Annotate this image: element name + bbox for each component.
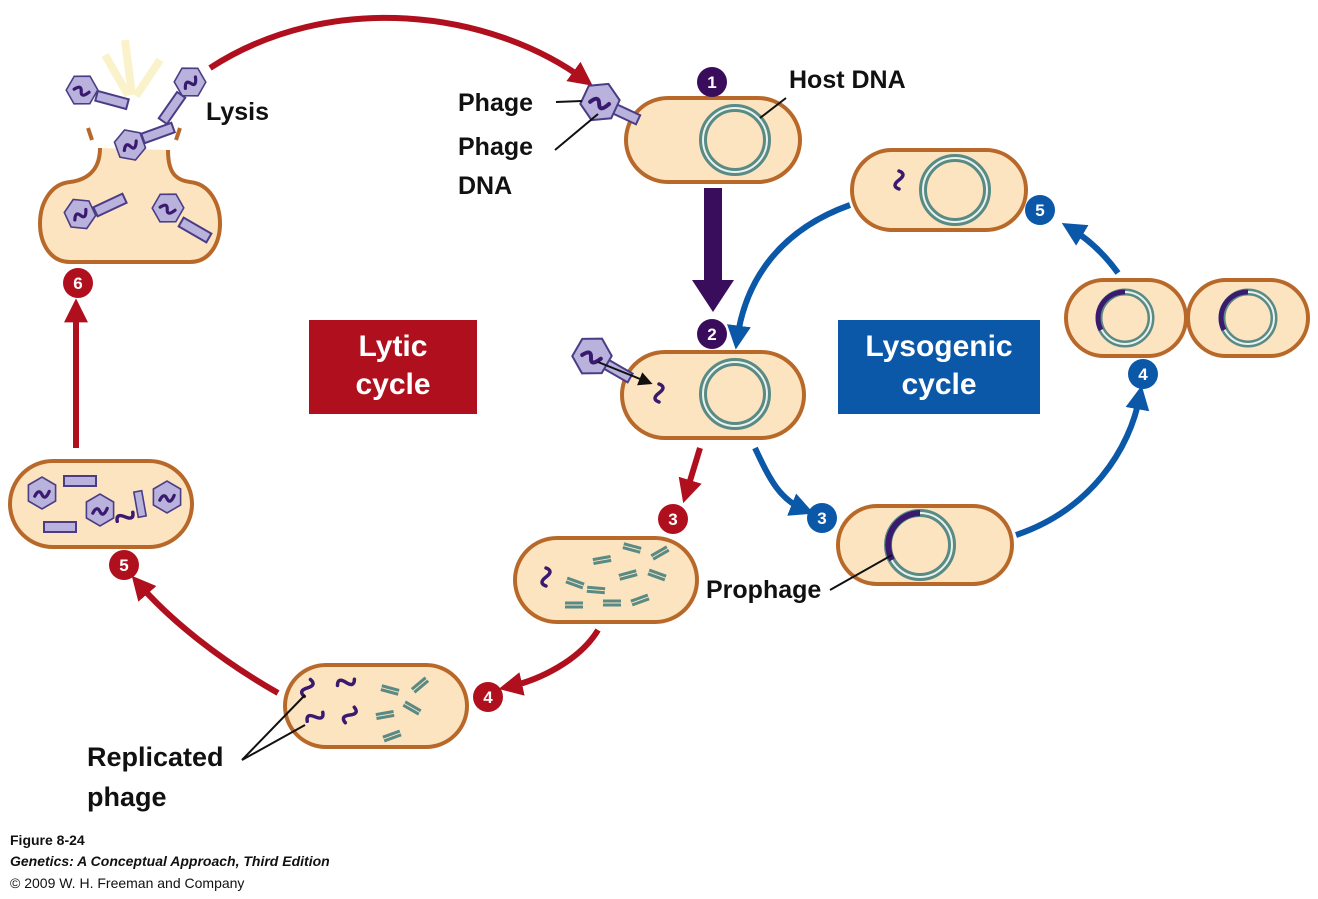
step-badge-lytic-4: 4 bbox=[473, 682, 503, 712]
arrow-step2-to-step3 bbox=[678, 447, 703, 504]
step-badges: 1 2 3 4 5 6 3 4 5 bbox=[63, 67, 1158, 712]
svg-text:5: 5 bbox=[119, 556, 128, 575]
step-badge-lytic-5: 5 bbox=[109, 550, 139, 580]
arrow-lyso-step3-to-step4 bbox=[1015, 385, 1150, 538]
lytic-title-line1: Lytic bbox=[359, 330, 428, 363]
leader-lines bbox=[241, 97, 893, 761]
cell-excision bbox=[850, 148, 1028, 232]
lysogenic-arrows bbox=[727, 202, 1150, 538]
step-badge-lytic-3: 3 bbox=[658, 504, 688, 534]
label-phage: Phage bbox=[458, 89, 533, 117]
svg-text:4: 4 bbox=[483, 688, 493, 707]
arrow-step4-to-step5 bbox=[131, 575, 280, 696]
label-phage-dna-line2: DNA bbox=[458, 172, 512, 200]
lysogenic-title-line2: cycle bbox=[901, 368, 976, 401]
step-badge-shared-1: 1 bbox=[697, 67, 727, 97]
svg-text:5: 5 bbox=[1035, 201, 1044, 220]
lysogenic-cycle-box: Lysogenic cycle bbox=[838, 320, 1040, 414]
svg-text:2: 2 bbox=[707, 325, 716, 344]
arrow-lysis-to-step1 bbox=[208, 14, 593, 86]
arrow-step3-to-step4 bbox=[498, 628, 601, 696]
cell-division bbox=[1064, 278, 1310, 358]
cell-lytic-replication bbox=[513, 536, 699, 624]
label-phage-dna-line1: Phage bbox=[458, 133, 533, 161]
cell-attachment bbox=[574, 74, 802, 184]
copyright: © 2009 W. H. Freeman and Company bbox=[10, 875, 245, 891]
cell-prophage bbox=[836, 504, 1014, 586]
step-badge-lyso-5: 5 bbox=[1025, 195, 1055, 225]
svg-text:3: 3 bbox=[668, 510, 677, 529]
figure-number: Figure 8-24 bbox=[10, 832, 85, 848]
svg-text:3: 3 bbox=[817, 509, 826, 528]
arrow-lyso-step4-to-step5 bbox=[1061, 223, 1121, 275]
lytic-title-line2: cycle bbox=[355, 368, 430, 401]
cell-lytic-assembly bbox=[283, 663, 469, 749]
cell-lysis bbox=[38, 39, 222, 264]
label-prophage: Prophage bbox=[706, 576, 821, 604]
lysis-burst bbox=[101, 39, 164, 99]
label-replicated-line2: phage bbox=[87, 782, 167, 812]
label-lysis: Lysis bbox=[206, 98, 269, 126]
arrow-step1-to-step2 bbox=[692, 188, 734, 312]
step-badge-shared-2: 2 bbox=[697, 319, 727, 349]
arrow-lyso-step5-to-step2 bbox=[727, 202, 852, 350]
label-replicated-line1: Replicated bbox=[87, 742, 224, 772]
step-badge-lyso-3: 3 bbox=[807, 503, 837, 533]
cell-lytic-mature bbox=[8, 459, 194, 549]
step-badge-lyso-4: 4 bbox=[1128, 359, 1158, 389]
svg-text:6: 6 bbox=[73, 274, 82, 293]
cell-injection bbox=[565, 328, 806, 440]
lytic-cycle-box: Lytic cycle bbox=[309, 320, 477, 414]
label-host-dna: Host DNA bbox=[789, 66, 906, 94]
arrow-lyso-step2-to-step3 bbox=[752, 446, 814, 516]
lysogenic-title-line1: Lysogenic bbox=[865, 330, 1012, 363]
lytic-arrows bbox=[64, 14, 703, 696]
book-title: Genetics: A Conceptual Approach, Third E… bbox=[10, 853, 330, 869]
svg-text:1: 1 bbox=[707, 73, 716, 92]
step-badge-lytic-6: 6 bbox=[63, 268, 93, 298]
svg-text:4: 4 bbox=[1138, 365, 1148, 384]
